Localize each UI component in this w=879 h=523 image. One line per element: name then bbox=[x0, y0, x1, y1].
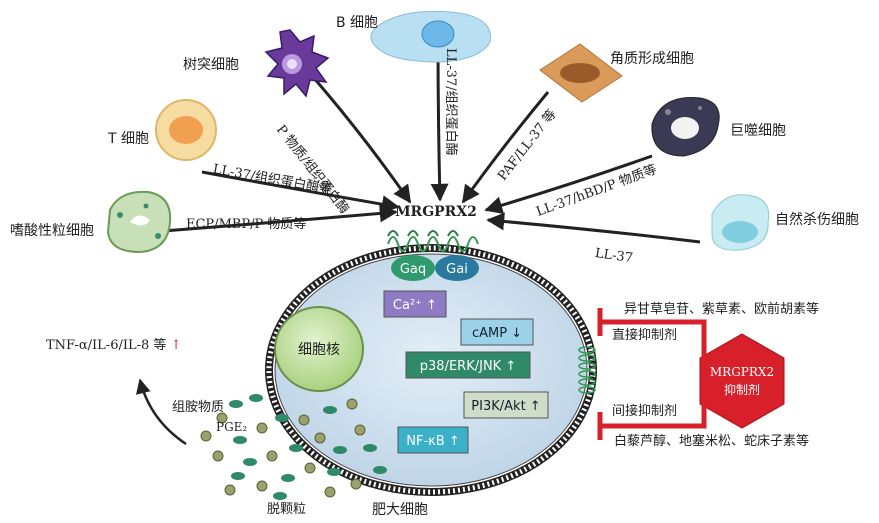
arrow-macrophage bbox=[484, 154, 653, 215]
granule bbox=[350, 478, 362, 490]
indirect-examples: 白藜芦醇、地塞米松、蛇床子素等 bbox=[614, 434, 810, 449]
granule bbox=[333, 446, 347, 454]
label-t-cell: T 细胞 bbox=[108, 131, 150, 147]
ligand-eosinophil: ECP/MBP/P 物质等 bbox=[186, 217, 307, 232]
svg-text:p38/ERK/JNK ↑: p38/ERK/JNK ↑ bbox=[420, 359, 516, 374]
gaq-protein: Gaq bbox=[391, 255, 435, 281]
label-nk-cell: 自然杀伤细胞 bbox=[775, 212, 859, 228]
receptor-top-icon bbox=[387, 230, 479, 252]
label-b-cell: B 细胞 bbox=[336, 15, 379, 31]
granule bbox=[298, 414, 310, 426]
nucleus: 细胞核 bbox=[274, 306, 364, 392]
degranulation-label: 脱颗粒 bbox=[267, 502, 307, 517]
svg-text:MRGPRX2: MRGPRX2 bbox=[710, 365, 774, 379]
granule bbox=[229, 400, 243, 408]
granule bbox=[289, 444, 303, 452]
granule bbox=[314, 432, 326, 444]
nk-cell bbox=[711, 194, 770, 251]
granule bbox=[346, 398, 358, 410]
t-cell bbox=[155, 99, 217, 161]
granule bbox=[281, 474, 295, 482]
inhibitor-hexagon: MRGPRX2 抑制剂 bbox=[699, 333, 785, 429]
receptor-right-icon bbox=[578, 346, 596, 394]
svg-text:抑制剂: 抑制剂 bbox=[724, 382, 760, 397]
pi3k-box: PI3K/Akt ↑ bbox=[463, 391, 549, 419]
mapk-box: p38/ERK/JNK ↑ bbox=[405, 351, 531, 379]
arrow-keratinocyte bbox=[461, 91, 550, 204]
svg-text:PI3K/Akt ↑: PI3K/Akt ↑ bbox=[471, 399, 540, 414]
nucleus-label: 细胞核 bbox=[298, 342, 340, 358]
gai-protein: Gai bbox=[435, 255, 479, 281]
cytokine-arrow bbox=[136, 378, 187, 446]
inhibition-direct bbox=[597, 308, 707, 372]
label-keratinocyte: 角质形成细胞 bbox=[610, 51, 694, 67]
direct-examples: 异甘草皂苷、紫草素、欧前胡素等 bbox=[624, 302, 820, 317]
granule bbox=[224, 484, 236, 496]
nfkb-box: NF-κB ↑ bbox=[397, 426, 469, 454]
arrow-tcell bbox=[201, 170, 400, 214]
cytokine-text: TNF-α/IL-6/IL-8 等 bbox=[46, 338, 167, 353]
inhibition-indirect bbox=[597, 392, 707, 440]
granule bbox=[354, 424, 366, 436]
granule bbox=[243, 458, 257, 466]
ca-box: Ca²⁺ ↑ bbox=[383, 290, 447, 318]
indirect-inhibitor-label: 间接抑制剂 bbox=[612, 404, 678, 419]
label-eosinophil: 嗜酸性粒细胞 bbox=[10, 223, 94, 239]
granule bbox=[327, 468, 341, 476]
label-macrophage: 巨噬细胞 bbox=[730, 123, 786, 139]
keratinocyte bbox=[539, 43, 623, 103]
receptor-label: MRGPRX2 bbox=[395, 204, 477, 220]
granule bbox=[256, 480, 268, 492]
label-mast-cell: 肥大细胞 bbox=[372, 502, 428, 518]
svg-text:cAMP ↓: cAMP ↓ bbox=[472, 326, 522, 341]
camp-box: cAMP ↓ bbox=[460, 318, 534, 346]
arrow-nk bbox=[486, 212, 701, 244]
granule bbox=[363, 444, 377, 452]
pge2-label: PGE₂ bbox=[216, 420, 248, 434]
svg-text:Gai: Gai bbox=[446, 262, 468, 277]
granule bbox=[373, 466, 387, 474]
granule bbox=[266, 450, 278, 462]
b-cell bbox=[370, 10, 491, 63]
granule bbox=[304, 462, 316, 474]
svg-text:Gaq: Gaq bbox=[400, 262, 426, 277]
arrow-bcell bbox=[430, 39, 449, 202]
granule bbox=[216, 412, 228, 424]
granule bbox=[256, 422, 268, 434]
granule bbox=[231, 472, 245, 480]
macrophage bbox=[651, 97, 720, 157]
histamine-label: 组胺物质 bbox=[172, 400, 225, 415]
svg-text:NF-κB ↑: NF-κB ↑ bbox=[406, 434, 460, 449]
granule bbox=[273, 492, 287, 500]
granule bbox=[200, 430, 212, 442]
cytokine-label: TNF-α/IL-6/IL-8 等 ↑ bbox=[46, 334, 181, 353]
label-dendritic-cell: 树突细胞 bbox=[183, 57, 239, 73]
arrow-eosinophil bbox=[149, 204, 398, 234]
granule bbox=[275, 414, 289, 422]
granule bbox=[233, 436, 247, 444]
granule bbox=[324, 486, 336, 498]
dendritic-cell bbox=[264, 29, 330, 98]
ligand-bcell: LL-37/组织蛋白酶 bbox=[443, 48, 458, 156]
eosinophil bbox=[106, 190, 172, 254]
direct-inhibitor-label: 直接抑制剂 bbox=[612, 328, 678, 343]
granule bbox=[212, 450, 224, 462]
granules bbox=[200, 394, 387, 500]
granule bbox=[249, 394, 263, 402]
cytokine-up-arrow: ↑ bbox=[170, 338, 182, 353]
granule bbox=[323, 406, 337, 414]
svg-text:Ca²⁺ ↑: Ca²⁺ ↑ bbox=[393, 298, 437, 313]
